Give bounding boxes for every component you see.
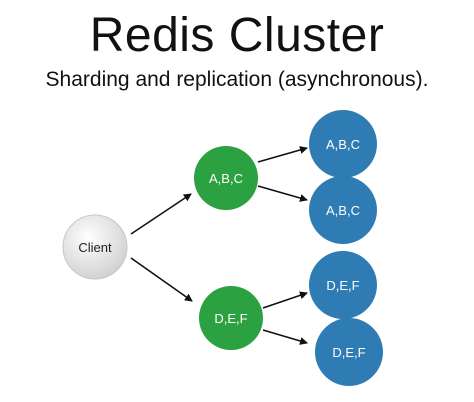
replica-node-abc-2: A,B,C <box>309 176 377 244</box>
edge-client-to-master-1 <box>130 193 192 235</box>
replica-node-def-2-label: D,E,F <box>332 345 365 360</box>
edge-master-2-to-replica-2a <box>262 291 308 309</box>
edge-client-to-master-2 <box>130 257 193 302</box>
master-node-def: D,E,F <box>199 286 263 350</box>
client-node-label: Client <box>78 240 112 255</box>
master-node-abc-label: A,B,C <box>209 171 243 186</box>
diagram-title: Redis Cluster <box>89 9 385 62</box>
replica-node-abc-1: A,B,C <box>309 110 377 178</box>
diagram-subtitle: Sharding and replication (asynchronous). <box>45 68 429 91</box>
edge-master-2-to-replica-2b <box>262 329 308 345</box>
replica-node-def-1: D,E,F <box>309 251 377 319</box>
replica-node-abc-1-label: A,B,C <box>326 137 360 152</box>
master-node-abc: A,B,C <box>194 146 258 210</box>
replica-node-def-1-label: D,E,F <box>326 278 359 293</box>
replica-node-def-2: D,E,F <box>315 318 383 386</box>
master-node-def-label: D,E,F <box>214 311 247 326</box>
client-node: Client <box>62 214 128 280</box>
edge-master-1-to-replica-1a <box>257 146 308 163</box>
edge-master-1-to-replica-1b <box>257 185 308 202</box>
replica-node-abc-2-label: A,B,C <box>326 203 360 218</box>
